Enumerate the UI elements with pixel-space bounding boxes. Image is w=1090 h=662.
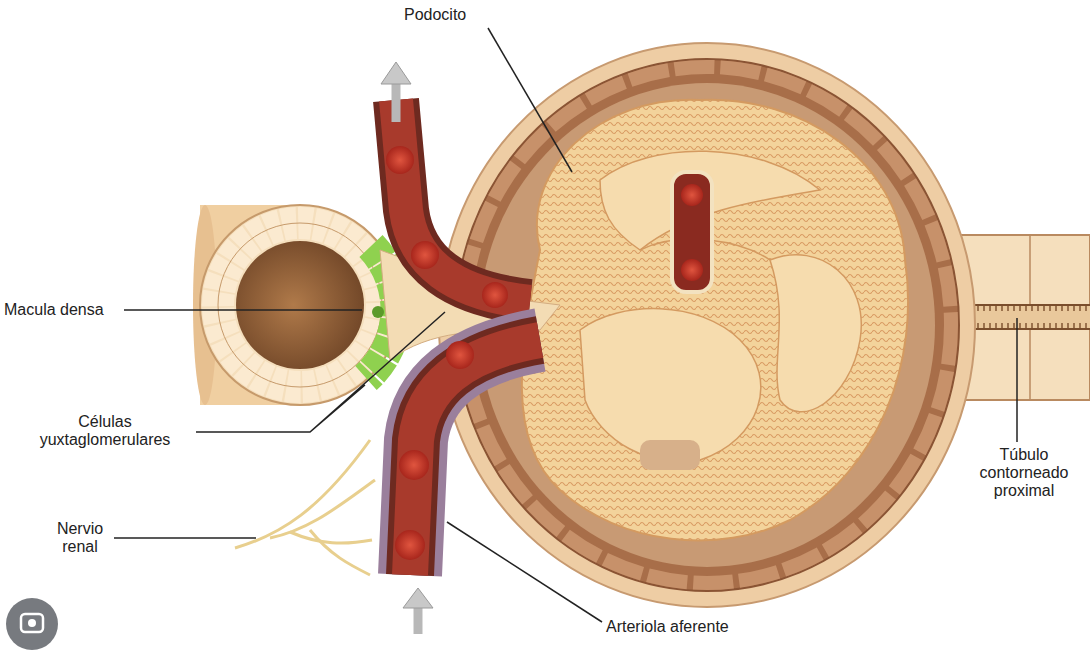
part-label: Podocito: [404, 6, 466, 24]
part-label: Arteriola aferente: [606, 618, 729, 636]
leader-lines: [114, 28, 1017, 622]
part-label: Macula densa: [4, 301, 104, 319]
lens-badge: [6, 598, 58, 650]
afferent-arteriole: [395, 340, 540, 634]
part-label: Células yuxtaglomerulares: [16, 413, 194, 449]
efferent-arteriole: [381, 62, 530, 308]
glomerulus: [522, 100, 908, 541]
renal-nerve: [235, 440, 375, 575]
distal-tubule: [193, 205, 400, 405]
part-label: Nervio renal: [48, 520, 112, 556]
part-label: Túbulo contorneado proximal: [965, 446, 1083, 500]
